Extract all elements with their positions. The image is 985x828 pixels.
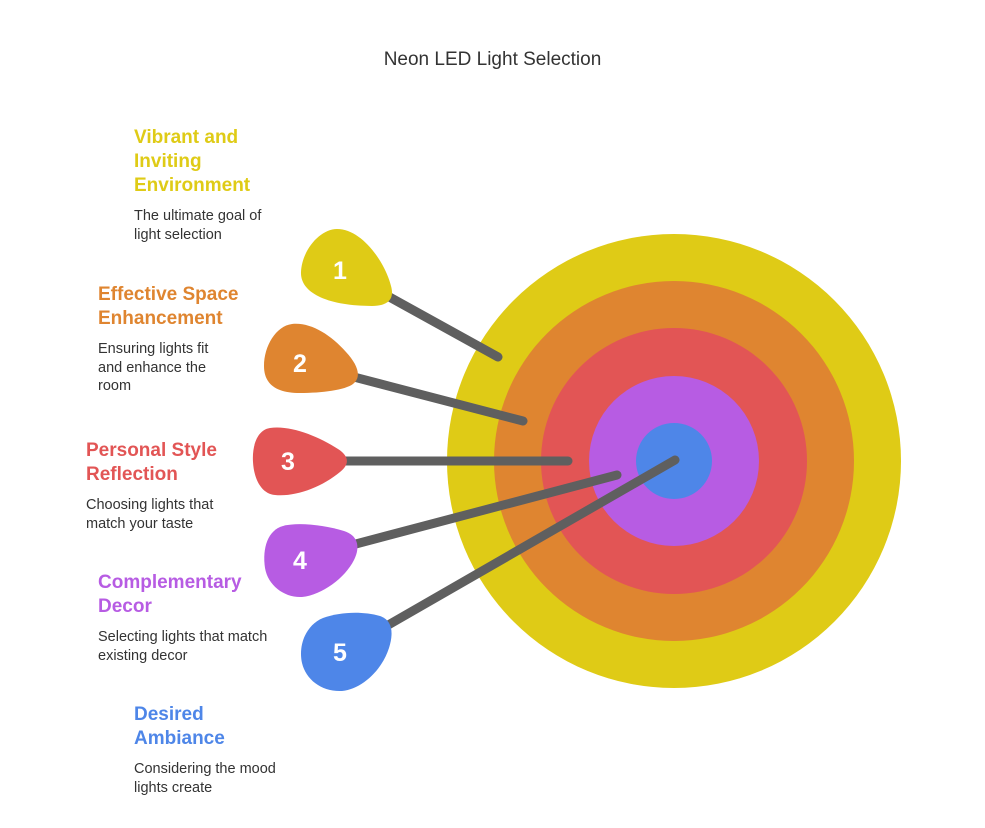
arrow-shaft-2: [345, 371, 528, 426]
item-4-description: Selecting lights that match existing dec…: [98, 629, 268, 664]
badge-2: 2: [264, 323, 358, 393]
badge-1: 1: [300, 229, 393, 306]
item-3-description: Choosing lights that match your taste: [86, 497, 214, 532]
item-2-heading: Effective Space Enhancement: [98, 284, 239, 329]
badge-4: 4: [264, 524, 358, 598]
badge-1-number: 1: [333, 257, 347, 285]
badge-4-shape: [264, 524, 358, 598]
badge-5: 5: [300, 612, 392, 692]
arrow-shaft-1: [379, 289, 503, 362]
item-5-description: Considering the mood lights create: [134, 761, 276, 796]
item-4-heading: Complementary Decor: [98, 572, 242, 617]
badge-2-shape: [264, 323, 358, 393]
item-2-text: Effective Space Enhancement Ensuring lig…: [98, 283, 268, 396]
page-title: Neon LED Light Selection: [383, 49, 602, 70]
badge-5-number: 5: [333, 639, 347, 667]
item-4-text: Complementary Decor Selecting lights tha…: [98, 571, 268, 665]
item-2-description: Ensuring lights fit and enhance the room: [98, 341, 209, 394]
badge-5-shape: [300, 612, 392, 692]
arrow-shaft-4: [347, 470, 622, 550]
badge-3-number: 3: [281, 448, 295, 476]
badge-3-shape: [252, 427, 347, 496]
item-1-heading: Vibrant and Inviting Environment: [134, 127, 251, 196]
badge-2-number: 2: [293, 350, 307, 378]
item-3-heading: Personal Style Reflection: [86, 440, 217, 485]
item-5-heading: Desired Ambiance: [134, 704, 225, 749]
arrow-shaft-5: [378, 455, 680, 633]
badge-4-number: 4: [293, 547, 307, 575]
item-1-description: The ultimate goal of light selection: [134, 208, 262, 243]
badge-1-shape: [300, 229, 393, 306]
item-1-text: Vibrant and Inviting Environment The ult…: [134, 126, 284, 244]
badge-3: 3: [252, 427, 347, 496]
item-3-text: Personal Style Reflection Choosing light…: [86, 439, 256, 533]
item-5-text: Desired Ambiance Considering the mood li…: [134, 703, 284, 797]
